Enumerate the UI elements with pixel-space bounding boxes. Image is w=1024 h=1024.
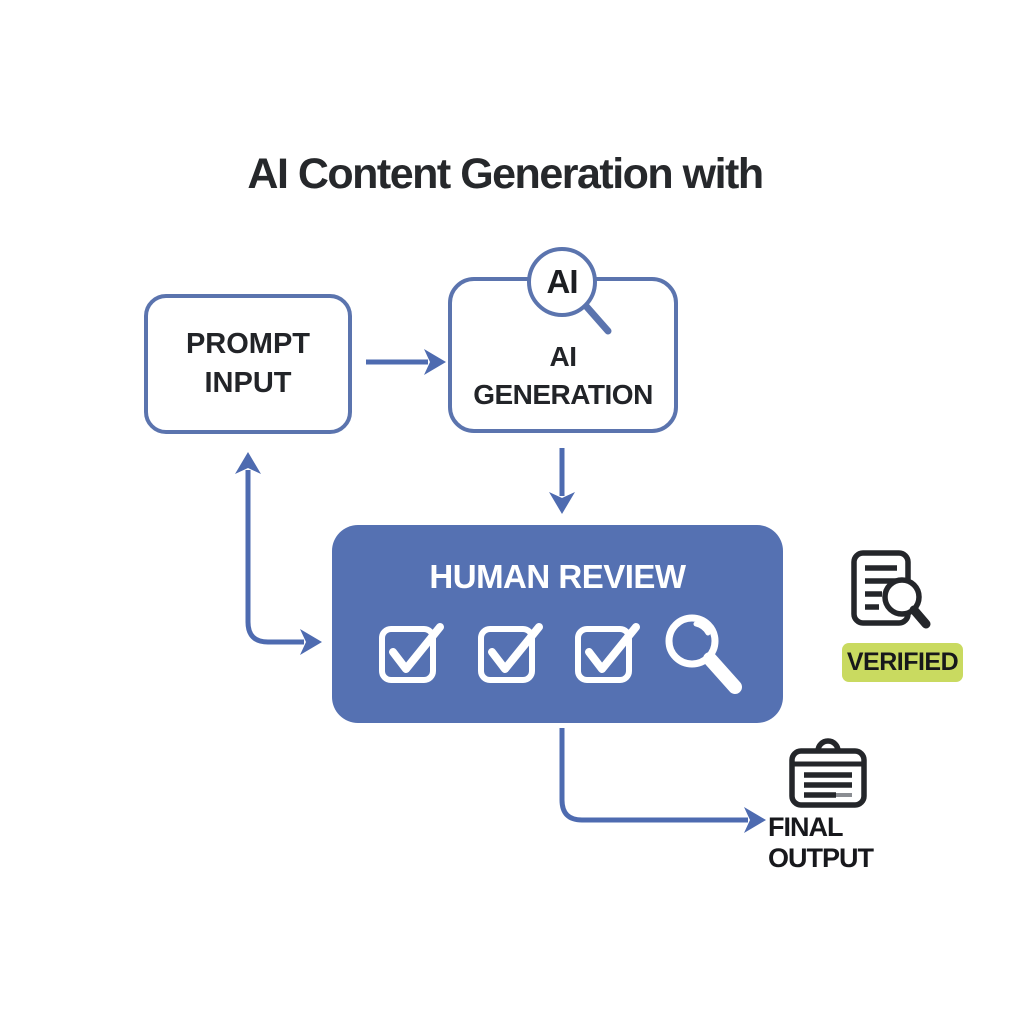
checkbox-checked-icon xyxy=(575,623,640,683)
verified-badge: VERIFIED xyxy=(842,643,963,682)
final-output-label: FINAL OUTPUT xyxy=(768,812,874,873)
ai-magnifier-badge-icon: AI xyxy=(527,247,597,317)
ai-generation-label: AI GENERATION xyxy=(473,341,653,410)
prompt-input-label: PROMPT INPUT xyxy=(185,327,311,399)
magnifying-glass-icon xyxy=(665,614,742,694)
verified-document-magnifier-icon xyxy=(851,550,931,629)
ai-badge-label: AI xyxy=(546,263,579,300)
checkbox-checked-icon xyxy=(478,623,543,683)
human-review-label: HUMAN REVIEW xyxy=(429,558,686,595)
node-human-review: HUMAN REVIEW xyxy=(332,525,783,723)
checkbox-checked-icon xyxy=(379,623,444,683)
arrow-prompt-to-ai xyxy=(366,349,446,375)
arrow-review-to-final-output xyxy=(559,728,766,833)
arrow-ai-to-review xyxy=(549,448,575,514)
node-prompt-input: PROMPT INPUT xyxy=(144,294,352,434)
verified-badge-label: VERIFIED xyxy=(846,648,959,676)
arrow-review-feedback-to-prompt xyxy=(235,452,322,655)
final-output-card-icon xyxy=(789,738,867,808)
page-title: AI Content Generation with xyxy=(247,150,764,198)
